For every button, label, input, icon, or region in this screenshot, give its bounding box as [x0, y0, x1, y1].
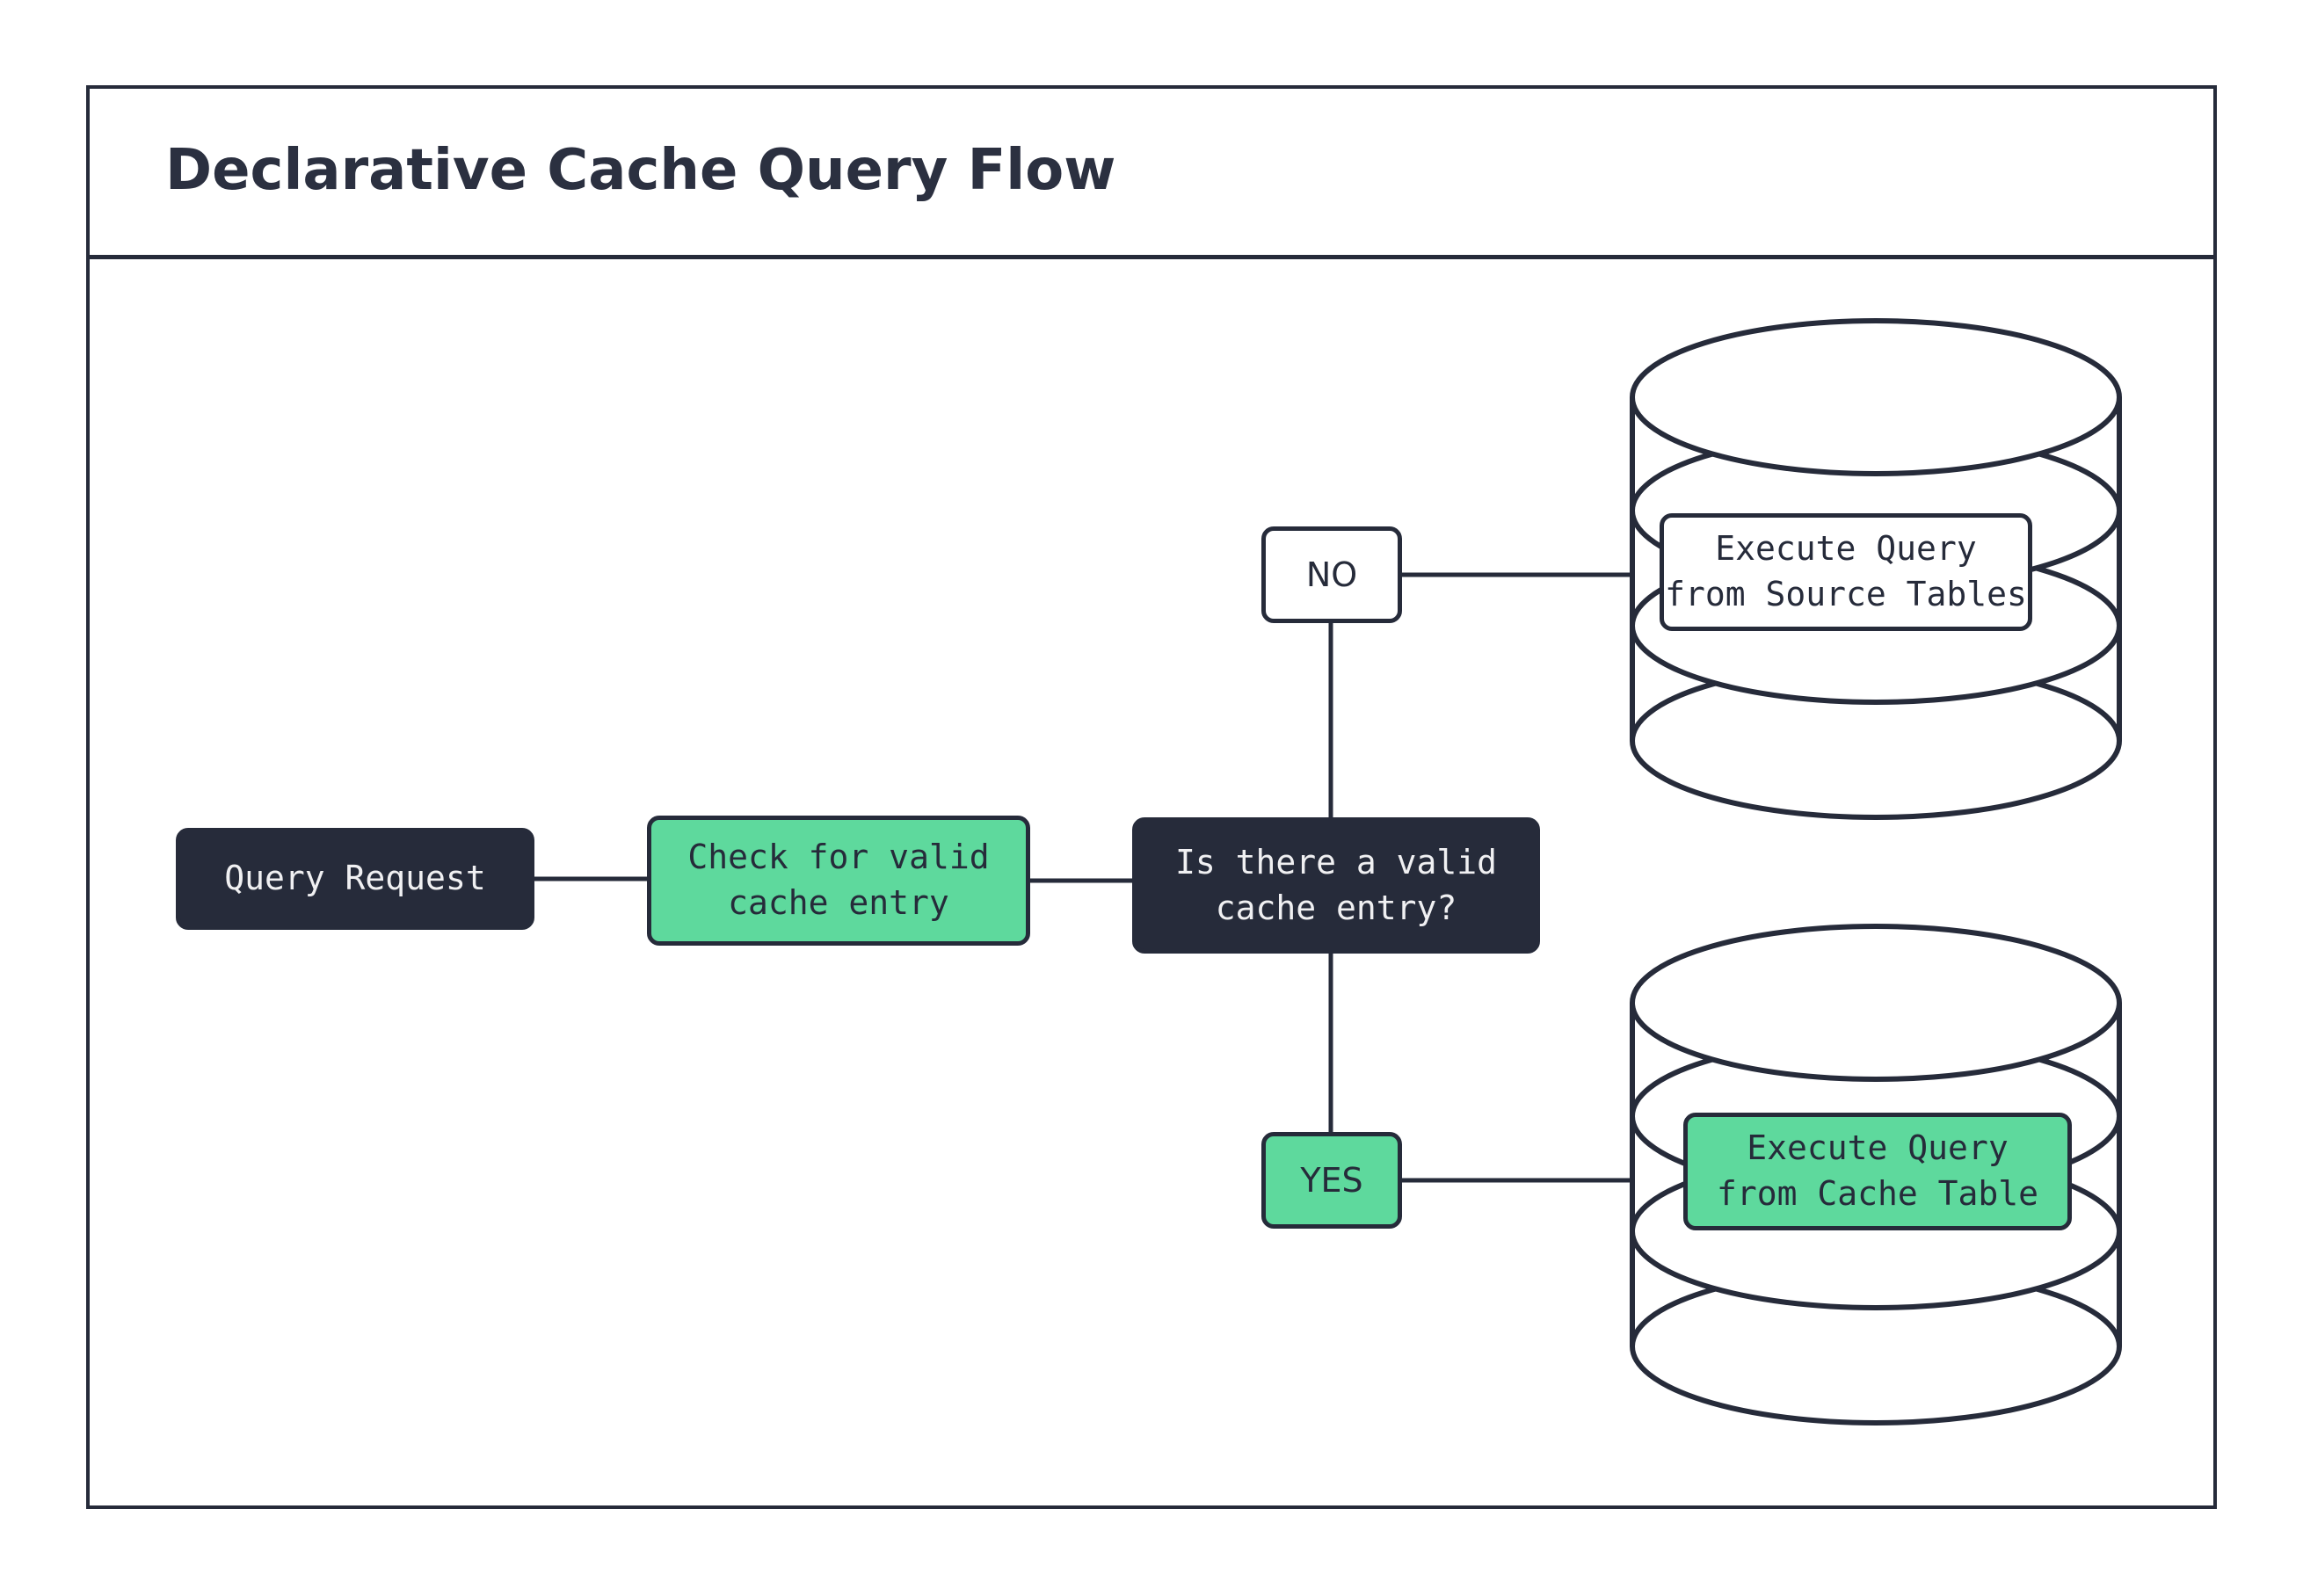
node-execute-query-from-source-tables[interactable]: Execute Query from Source Tables: [1660, 513, 2032, 631]
branch-label-yes[interactable]: YES: [1261, 1132, 1402, 1229]
node-execute-query-from-cache-table[interactable]: Execute Query from Cache Table: [1683, 1113, 2072, 1230]
diagram-title-bar: Declarative Cache Query Flow: [86, 85, 2217, 259]
diagram-title: Declarative Cache Query Flow: [165, 137, 1116, 203]
branch-label-no[interactable]: NO: [1261, 526, 1402, 623]
node-check-for-valid-cache-entry[interactable]: Check for valid cache entry: [647, 816, 1030, 946]
node-query-request[interactable]: Query Request: [176, 828, 534, 930]
node-is-there-a-valid-cache-entry[interactable]: Is there a valid cache entry?: [1132, 817, 1540, 954]
